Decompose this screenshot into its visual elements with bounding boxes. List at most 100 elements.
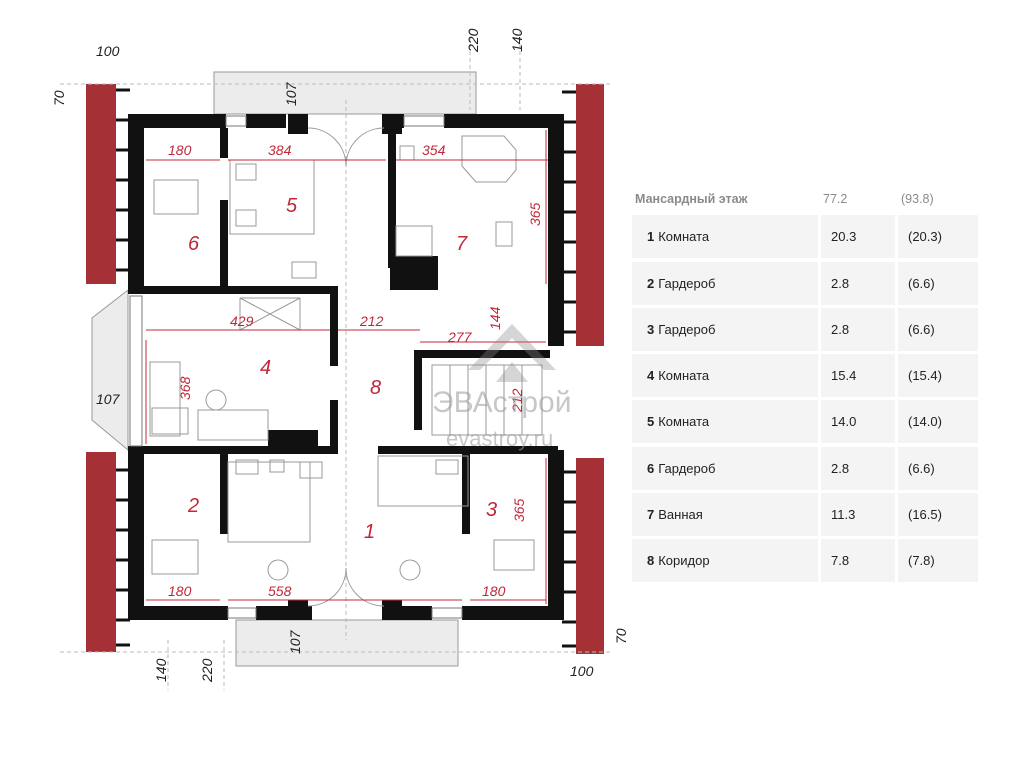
dim-180-top: 180 (168, 142, 192, 158)
room-name: Комната (658, 229, 710, 245)
room-number-3: 3 (486, 499, 497, 521)
room-number-2: 2 (187, 495, 199, 517)
roof-block-top-left (86, 84, 116, 284)
dim-144: 144 (487, 306, 503, 330)
room-num: 6 (647, 460, 655, 476)
top-balcony (213, 71, 477, 115)
dim-right-70: 70 (613, 628, 629, 644)
room-num: 5 (647, 414, 655, 430)
row-total: (20.3) (898, 215, 978, 259)
dim-368: 368 (177, 376, 193, 400)
table-title: Мансардный этаж (635, 192, 748, 206)
room-name: Коридор (658, 553, 710, 569)
dimension-lines (145, 130, 548, 604)
row-total: (16.5) (898, 493, 978, 537)
dim-balcony-top-107: 107 (283, 81, 299, 106)
room-name: Гардероб (658, 321, 716, 337)
room-num: 7 (647, 507, 655, 523)
dim-balcony-bottom-107: 107 (287, 629, 303, 654)
windows (129, 115, 463, 619)
row-total: (7.8) (898, 539, 978, 583)
dim-top-140: 140 (509, 28, 525, 52)
dim-left-70: 70 (51, 90, 67, 106)
floor-plan: 100 220 140 70 107 107 140 220 107 70 10… (51, 28, 629, 690)
dim-bay-107: 107 (96, 391, 121, 407)
room-number-1: 1 (364, 521, 375, 543)
dim-bottom-220: 220 (199, 658, 215, 683)
room-number-8: 8 (370, 377, 381, 399)
room-name: Гардероб (658, 460, 716, 476)
dim-bottom-140: 140 (153, 658, 169, 682)
dim-365-top: 365 (527, 202, 543, 226)
roof-block-bottom-left (86, 452, 116, 652)
room-number-4: 4 (260, 357, 271, 379)
dim-277: 277 (447, 329, 473, 345)
row-area: 15.4 (821, 354, 895, 398)
dim-354: 354 (422, 142, 446, 158)
bay-window (91, 288, 129, 452)
bottom-balcony (235, 619, 459, 667)
room-name: Комната (658, 414, 710, 430)
table-header-area: 77.2 (823, 192, 848, 206)
dim-384: 384 (268, 142, 292, 158)
watermark-url: evastroy.ru (446, 426, 553, 451)
row-total: (6.6) (898, 261, 978, 305)
row-total: (14.0) (898, 400, 978, 444)
row-area: 11.3 (821, 493, 895, 537)
dim-180-bottom-left: 180 (168, 583, 192, 599)
row-area: 20.3 (821, 215, 895, 259)
row-area: 2.8 (821, 261, 895, 305)
room-name: Гардероб (658, 275, 716, 291)
room-num: 2 (647, 275, 655, 291)
row-total: (6.6) (898, 307, 978, 351)
room-num: 8 (647, 553, 655, 569)
row-total: (15.4) (898, 354, 978, 398)
dim-bottom-right-100: 100 (570, 663, 594, 679)
dim-top-left-100: 100 (96, 43, 120, 59)
dim-558: 558 (268, 583, 292, 599)
table-header-total: (93.8) (901, 192, 934, 206)
walls (128, 114, 564, 620)
row-area: 2.8 (821, 307, 895, 351)
row-total: (6.6) (898, 446, 978, 490)
table-header: Мансардный этаж 77.2 (93.8) (632, 186, 982, 212)
dim-top-220: 220 (465, 28, 481, 53)
dim-212-stair: 212 (509, 388, 525, 413)
watermark-brand: ЭВАстрой (432, 386, 571, 419)
room-name: Ванная (658, 507, 703, 523)
room-number-6: 6 (188, 233, 200, 255)
row-area: 14.0 (821, 400, 895, 444)
room-number-7: 7 (456, 233, 468, 255)
dim-365-bottom: 365 (511, 498, 527, 522)
room-num: 3 (647, 321, 655, 337)
dim-429: 429 (230, 313, 254, 329)
room-name: Комната (658, 368, 710, 384)
guide-lines (60, 30, 610, 690)
room-num: 4 (647, 368, 655, 384)
roof-block-top-right (576, 84, 604, 346)
row-area: 2.8 (821, 446, 895, 490)
room-num: 1 (647, 229, 655, 245)
dim-180-bottom-right: 180 (482, 583, 506, 599)
row-area: 7.8 (821, 539, 895, 583)
dim-212: 212 (359, 313, 384, 329)
watermark-logo (468, 324, 556, 382)
roof-block-bottom-right (576, 458, 604, 654)
